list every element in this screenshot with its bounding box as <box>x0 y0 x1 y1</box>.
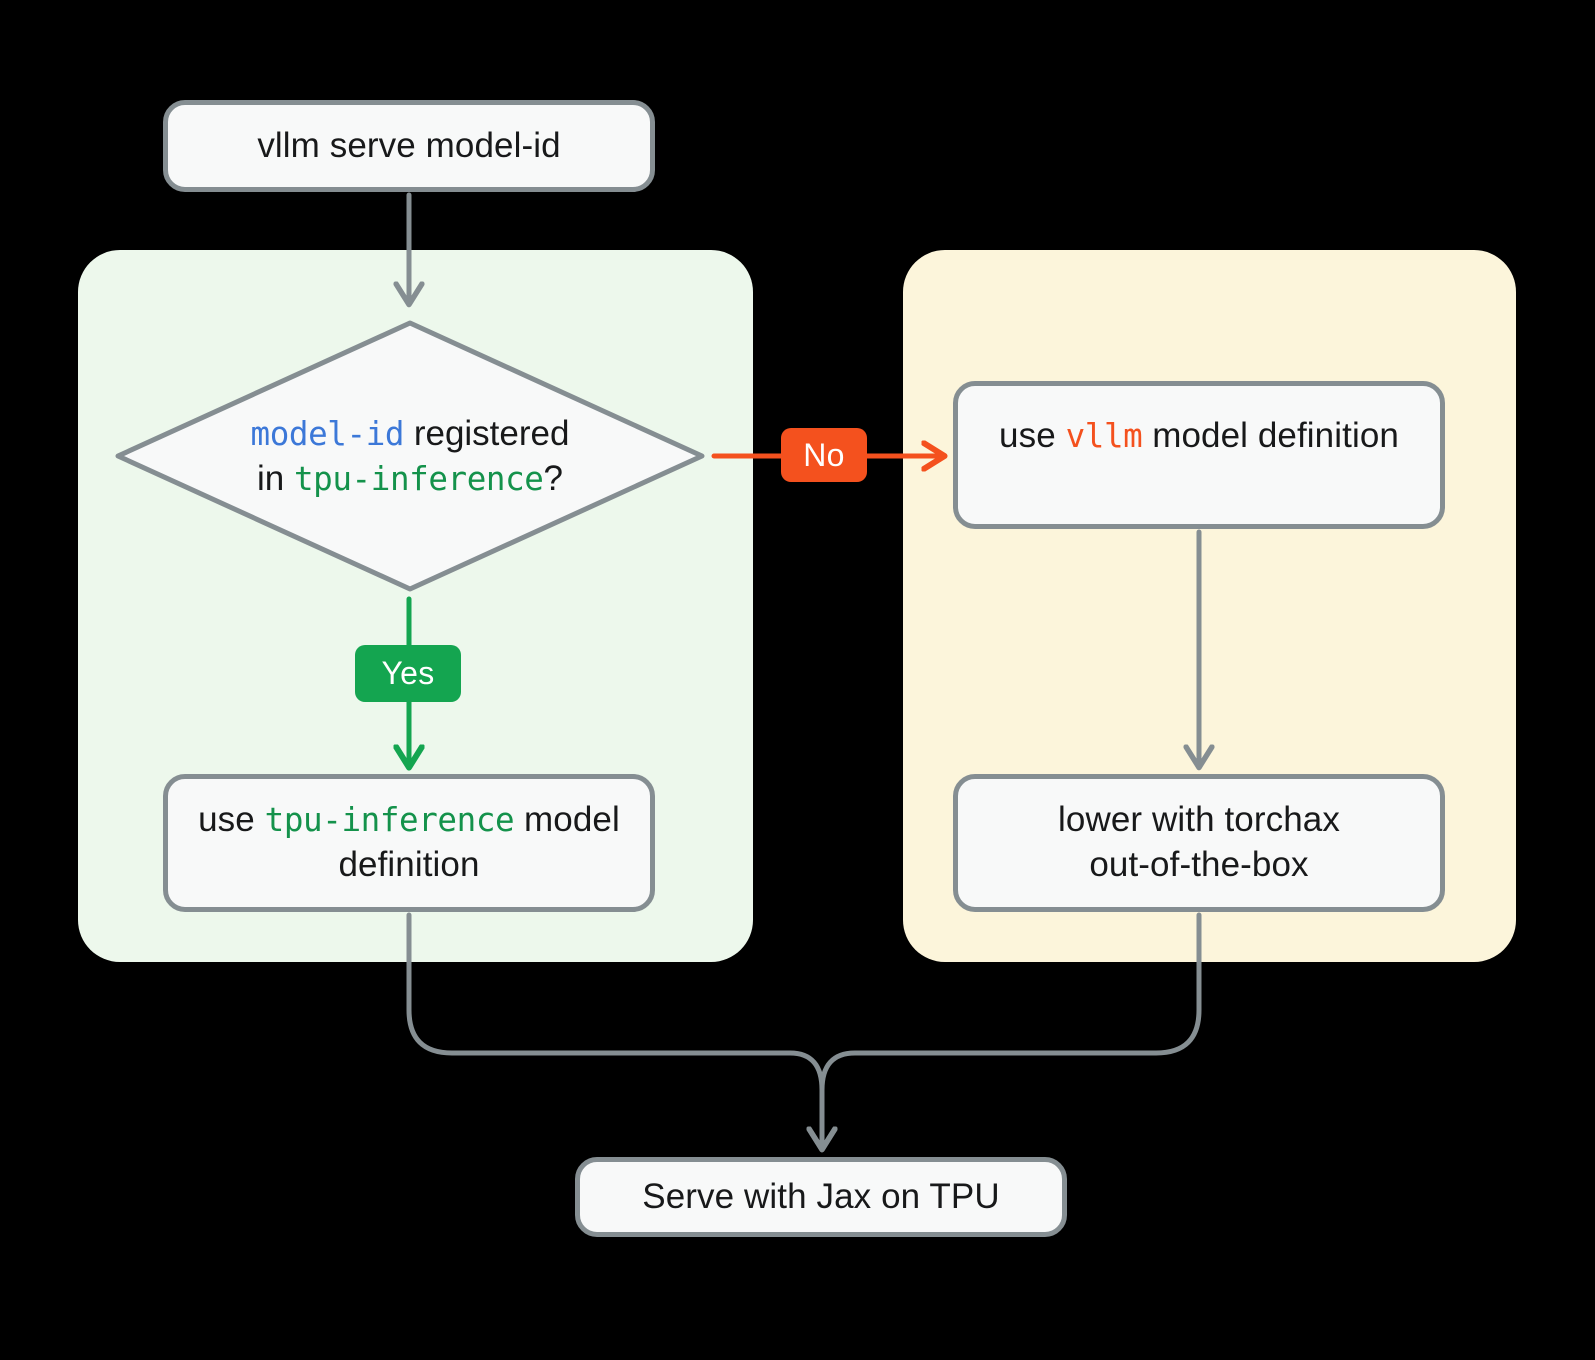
vllm-def-prefix: use <box>999 416 1066 455</box>
node-vllm-definition-text: use vllm model definition <box>981 386 1417 459</box>
edge-label-no: No <box>781 428 867 482</box>
node-serve-with-jax-on-tpu[interactable]: Serve with Jax on TPU <box>575 1157 1067 1237</box>
tpu-def-prefix: use <box>198 800 265 840</box>
torchax-line2: out-of-the-box <box>1089 845 1309 884</box>
node-serve-label: Serve with Jax on TPU <box>642 1176 1000 1216</box>
node-lower-with-torchax[interactable]: lower with torchax out-of-the-box <box>953 774 1445 912</box>
decision-line2-prefix: in <box>257 459 294 498</box>
node-tpu-definition-text: use tpu-inference model definition <box>168 798 650 888</box>
node-decision-text: model-id registered in tpu-inference? <box>108 313 712 599</box>
node-start-command[interactable]: vllm serve model-id <box>163 100 655 192</box>
decision-line1-rest: registered <box>404 413 570 453</box>
edge-label-no-text: No <box>803 436 845 473</box>
node-use-vllm-model-definition[interactable]: use vllm model definition <box>953 381 1445 529</box>
token-model-id: model-id <box>250 414 405 453</box>
diamond-shape <box>115 320 705 592</box>
torchax-line1: lower with torchax <box>1058 800 1340 840</box>
tpu-def-suffix: model definition <box>338 800 620 884</box>
decision-line2-suffix: ? <box>543 459 563 498</box>
node-decision-model-registered[interactable]: model-id registered in tpu-inference? <box>108 313 712 599</box>
token-tpu-inference: tpu-inference <box>293 460 544 498</box>
token-tpu-inference-2: tpu-inference <box>264 801 515 840</box>
token-vllm: vllm <box>1065 417 1143 455</box>
edge-label-yes-text: Yes <box>381 655 435 691</box>
node-use-tpu-inference-model-definition[interactable]: use tpu-inference model definition <box>163 774 655 912</box>
node-torchax-text: lower with torchax out-of-the-box <box>1040 798 1358 888</box>
vllm-def-suffix: model definition <box>1142 416 1399 455</box>
node-start-label: vllm serve model-id <box>257 125 561 165</box>
edge-label-yes: Yes <box>355 645 461 702</box>
